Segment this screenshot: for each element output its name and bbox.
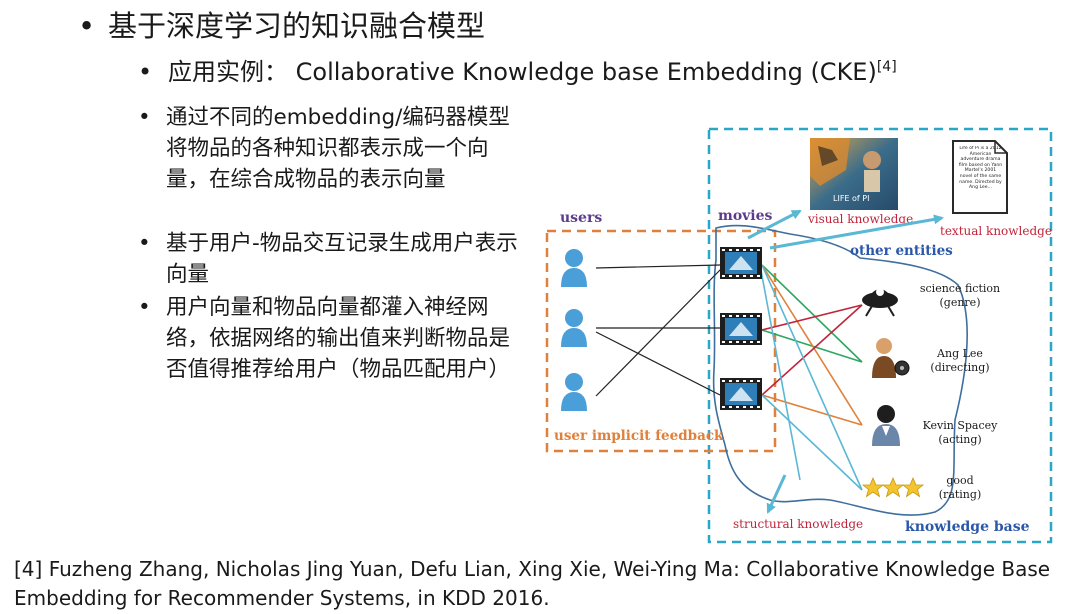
bullet-text: 通过不同的embedding/编码器模型将物品的各种知识都表示成一个向量，在综合… bbox=[166, 105, 510, 192]
example-text: Collaborative Knowledge base Embedding (… bbox=[295, 58, 877, 86]
entity-name: science fiction bbox=[920, 282, 1000, 295]
example-ref-mark: [4] bbox=[876, 59, 897, 75]
entity-role: (rating) bbox=[939, 488, 981, 501]
rating-stars-icon bbox=[861, 476, 925, 498]
movie-icon bbox=[720, 247, 762, 279]
users-label: users bbox=[560, 210, 602, 226]
bullet-item: • 基于用户-物品交互记录生成用户表示向量 bbox=[138, 228, 518, 290]
textual-knowledge-label: textual knowledge bbox=[940, 224, 1052, 238]
bullet-dot: • bbox=[138, 231, 151, 256]
entity-role: (genre) bbox=[940, 296, 981, 309]
director-icon bbox=[872, 338, 910, 378]
ufo-icon bbox=[862, 288, 898, 317]
movie-poster-image: LIFE of PI bbox=[810, 138, 898, 210]
bullet-dot: • bbox=[138, 105, 151, 130]
entity-blob bbox=[712, 224, 968, 516]
bullet-text: 基于用户-物品交互记录生成用户表示向量 bbox=[166, 231, 518, 287]
knowledge-arrows bbox=[747, 209, 944, 514]
structural-knowledge-label: structural knowledge bbox=[733, 517, 863, 531]
movie-entity-edges bbox=[759, 264, 863, 491]
entity-role: (acting) bbox=[938, 433, 981, 446]
actor-icon bbox=[872, 405, 900, 446]
document-text: Life of Pi is a 2012 American adventure … bbox=[958, 146, 1003, 191]
example-line: • 应用实例： Collaborative Knowledge base Embe… bbox=[138, 50, 897, 89]
implicit-feedback-box bbox=[545, 229, 777, 453]
user-icon bbox=[561, 249, 587, 287]
example-label: 应用实例： bbox=[168, 58, 288, 86]
user-icon bbox=[561, 373, 587, 411]
slide-title: • 基于深度学习的知识融合模型 bbox=[78, 6, 485, 46]
document-icon: Life of Pi is a 2012 American adventure … bbox=[952, 140, 1008, 214]
entity-role: (directing) bbox=[930, 361, 989, 374]
user-icon bbox=[561, 309, 587, 347]
visual-knowledge-label: visual knowledge bbox=[807, 212, 913, 226]
entity-name: good bbox=[946, 474, 973, 487]
movie-icon bbox=[720, 378, 762, 410]
entity-name: Ang Lee bbox=[936, 347, 983, 360]
reference-note: [4] Fuzheng Zhang, Nicholas Jing Yuan, D… bbox=[14, 557, 1051, 610]
knowledge-base-box bbox=[707, 127, 1053, 544]
bullet-text: 用户向量和物品向量都灌入神经网络，依据网络的输出值来判断物品是否值得推荐给用户（… bbox=[166, 295, 511, 382]
bullet-dot: • bbox=[138, 295, 151, 320]
slide-title-text: 基于深度学习的知识融合模型 bbox=[108, 9, 486, 43]
bullet-dot: • bbox=[138, 58, 153, 86]
entity-name: Kevin Spacey bbox=[923, 419, 999, 432]
bullet-item: • 通过不同的embedding/编码器模型将物品的各种知识都表示成一个向量，在… bbox=[138, 102, 518, 195]
bullet-dot: • bbox=[78, 9, 96, 43]
user-movie-edges bbox=[595, 264, 723, 397]
poster-title: LIFE of PI bbox=[833, 194, 869, 203]
other-entities-label: other entities bbox=[850, 243, 953, 259]
implicit-feedback-label: user implicit feedback bbox=[554, 428, 724, 444]
knowledge-base-label: knowledge base bbox=[905, 519, 1030, 535]
movies-label: movies bbox=[718, 208, 773, 224]
bullet-item: • 用户向量和物品向量都灌入神经网络，依据网络的输出值来判断物品是否值得推荐给用… bbox=[138, 292, 518, 385]
movie-icon bbox=[720, 313, 762, 345]
